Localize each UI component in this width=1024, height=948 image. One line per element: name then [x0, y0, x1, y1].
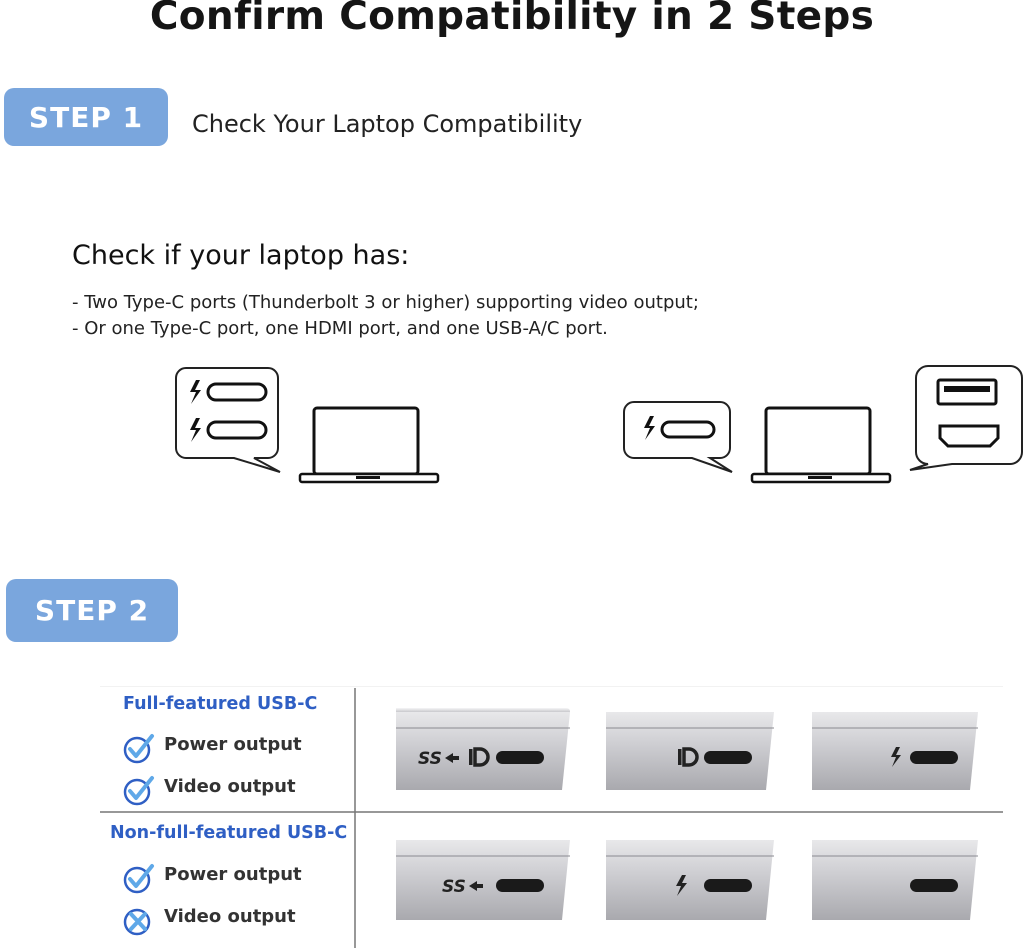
full-power-label: Power output [164, 734, 302, 755]
requirement-line: - Two Type-C ports (Thunderbolt 3 or hig… [72, 292, 699, 313]
full-video-label: Video output [164, 776, 296, 797]
speech-bubble-two-typec-icon [175, 367, 281, 473]
check-circle-icon [123, 734, 154, 764]
displayport-icon [469, 747, 490, 767]
typec-port-icon [496, 751, 544, 764]
superspeed-mark: SS [442, 877, 466, 897]
speech-bubble-usba-hdmi-icon [909, 365, 1023, 471]
superspeed-mark: SS [418, 749, 442, 769]
page-title: Confirm Compatibility in 2 Steps [149, 0, 875, 39]
typec-port-icon [910, 879, 958, 892]
laptop-side-bolt-typec [606, 840, 774, 920]
non-full-featured-title: Non-full-featured USB-C [110, 823, 348, 843]
x-circle-icon [123, 908, 151, 936]
usb-arrow-icon [469, 881, 483, 891]
check-heading: Check if your laptop has: [72, 240, 410, 271]
typec-port-icon [910, 751, 958, 764]
step1-heading: Check Your Laptop Compatibility [192, 110, 583, 138]
check-circle-icon [123, 776, 154, 806]
laptop-icon [750, 406, 892, 484]
typec-port-icon [704, 751, 752, 764]
laptop-ports-illustration [175, 365, 1023, 484]
laptop-side-dp-typec [606, 712, 774, 790]
typec-port-icon [704, 879, 752, 892]
check-circle-icon [123, 864, 154, 894]
laptop-icon [298, 406, 440, 484]
requirement-line: - Or one Type-C port, one HDMI port, and… [72, 318, 608, 339]
usb-arrow-icon [445, 753, 459, 763]
thunderbolt-icon [891, 747, 901, 767]
full-featured-title: Full-featured USB-C [123, 694, 318, 714]
usb-c-comparison-table: SS SS [100, 686, 1003, 948]
laptop-side-ss-typec [396, 840, 570, 920]
step1-badge: STEP 1 [4, 88, 168, 146]
laptop-side-typec [812, 840, 978, 920]
non-video-label: Video output [164, 906, 296, 927]
speech-bubble-typec-icon [623, 401, 733, 473]
typec-port-icon [496, 879, 544, 892]
bolt-icon [676, 875, 687, 896]
displayport-icon [678, 747, 699, 767]
step2-badge: STEP 2 [6, 579, 178, 642]
non-power-label: Power output [164, 864, 302, 885]
